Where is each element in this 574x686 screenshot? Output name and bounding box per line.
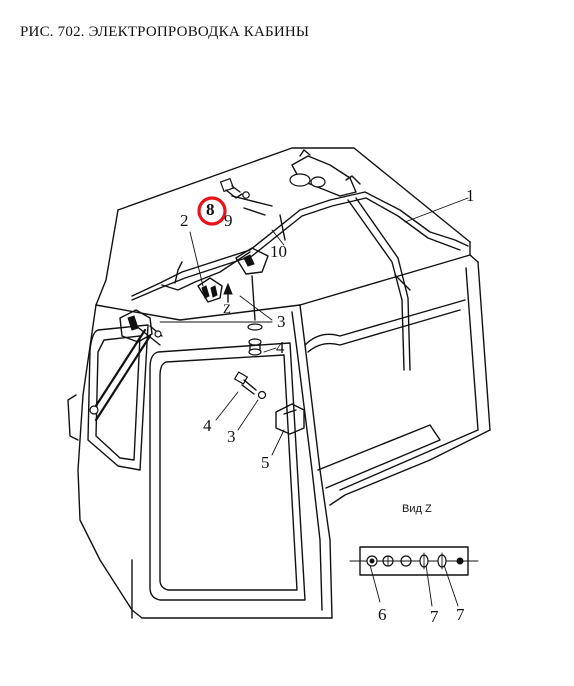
door-window — [131, 324, 306, 619]
view-z-marker: Z — [223, 301, 231, 316]
callout-8-highlight-ring — [197, 196, 227, 226]
switch-wires — [161, 195, 286, 291]
plafond-lamp — [235, 247, 269, 321]
mount-bolt-upper — [247, 323, 263, 356]
bolt-and-washer — [219, 177, 250, 199]
callout-4-lower: 4 — [203, 416, 212, 435]
callout-4-upper: 4 — [276, 338, 285, 357]
callout-3-upper: 3 — [277, 312, 286, 331]
mount-bolt-lower — [233, 371, 267, 400]
view-z-label: Вид Z — [402, 503, 432, 515]
switch-panel — [197, 277, 223, 303]
callout-7-left: 7 — [430, 607, 439, 626]
view-z-panel — [349, 546, 479, 576]
bracket — [275, 403, 305, 435]
leader-lines — [159, 197, 469, 607]
callout-7-right: 7 — [456, 605, 465, 624]
callout-8: 8 — [206, 200, 215, 219]
corner-lamp — [119, 309, 163, 343]
callout-10: 10 — [270, 242, 287, 261]
callout-2: 2 — [180, 211, 189, 230]
callout-9: 9 — [224, 211, 233, 230]
view-z-arrow — [223, 282, 233, 303]
callout-6: 6 — [378, 605, 387, 624]
main-harness — [131, 191, 469, 371]
figure-title: РИС. 702. ЭЛЕКТРОПРОВОДКА КАБИНЫ — [20, 24, 310, 40]
callout-1: 1 — [466, 186, 475, 205]
callout-3-lower: 3 — [227, 427, 236, 446]
side-window — [87, 324, 152, 471]
wiper-motor — [289, 149, 361, 197]
callout-5: 5 — [261, 453, 270, 472]
